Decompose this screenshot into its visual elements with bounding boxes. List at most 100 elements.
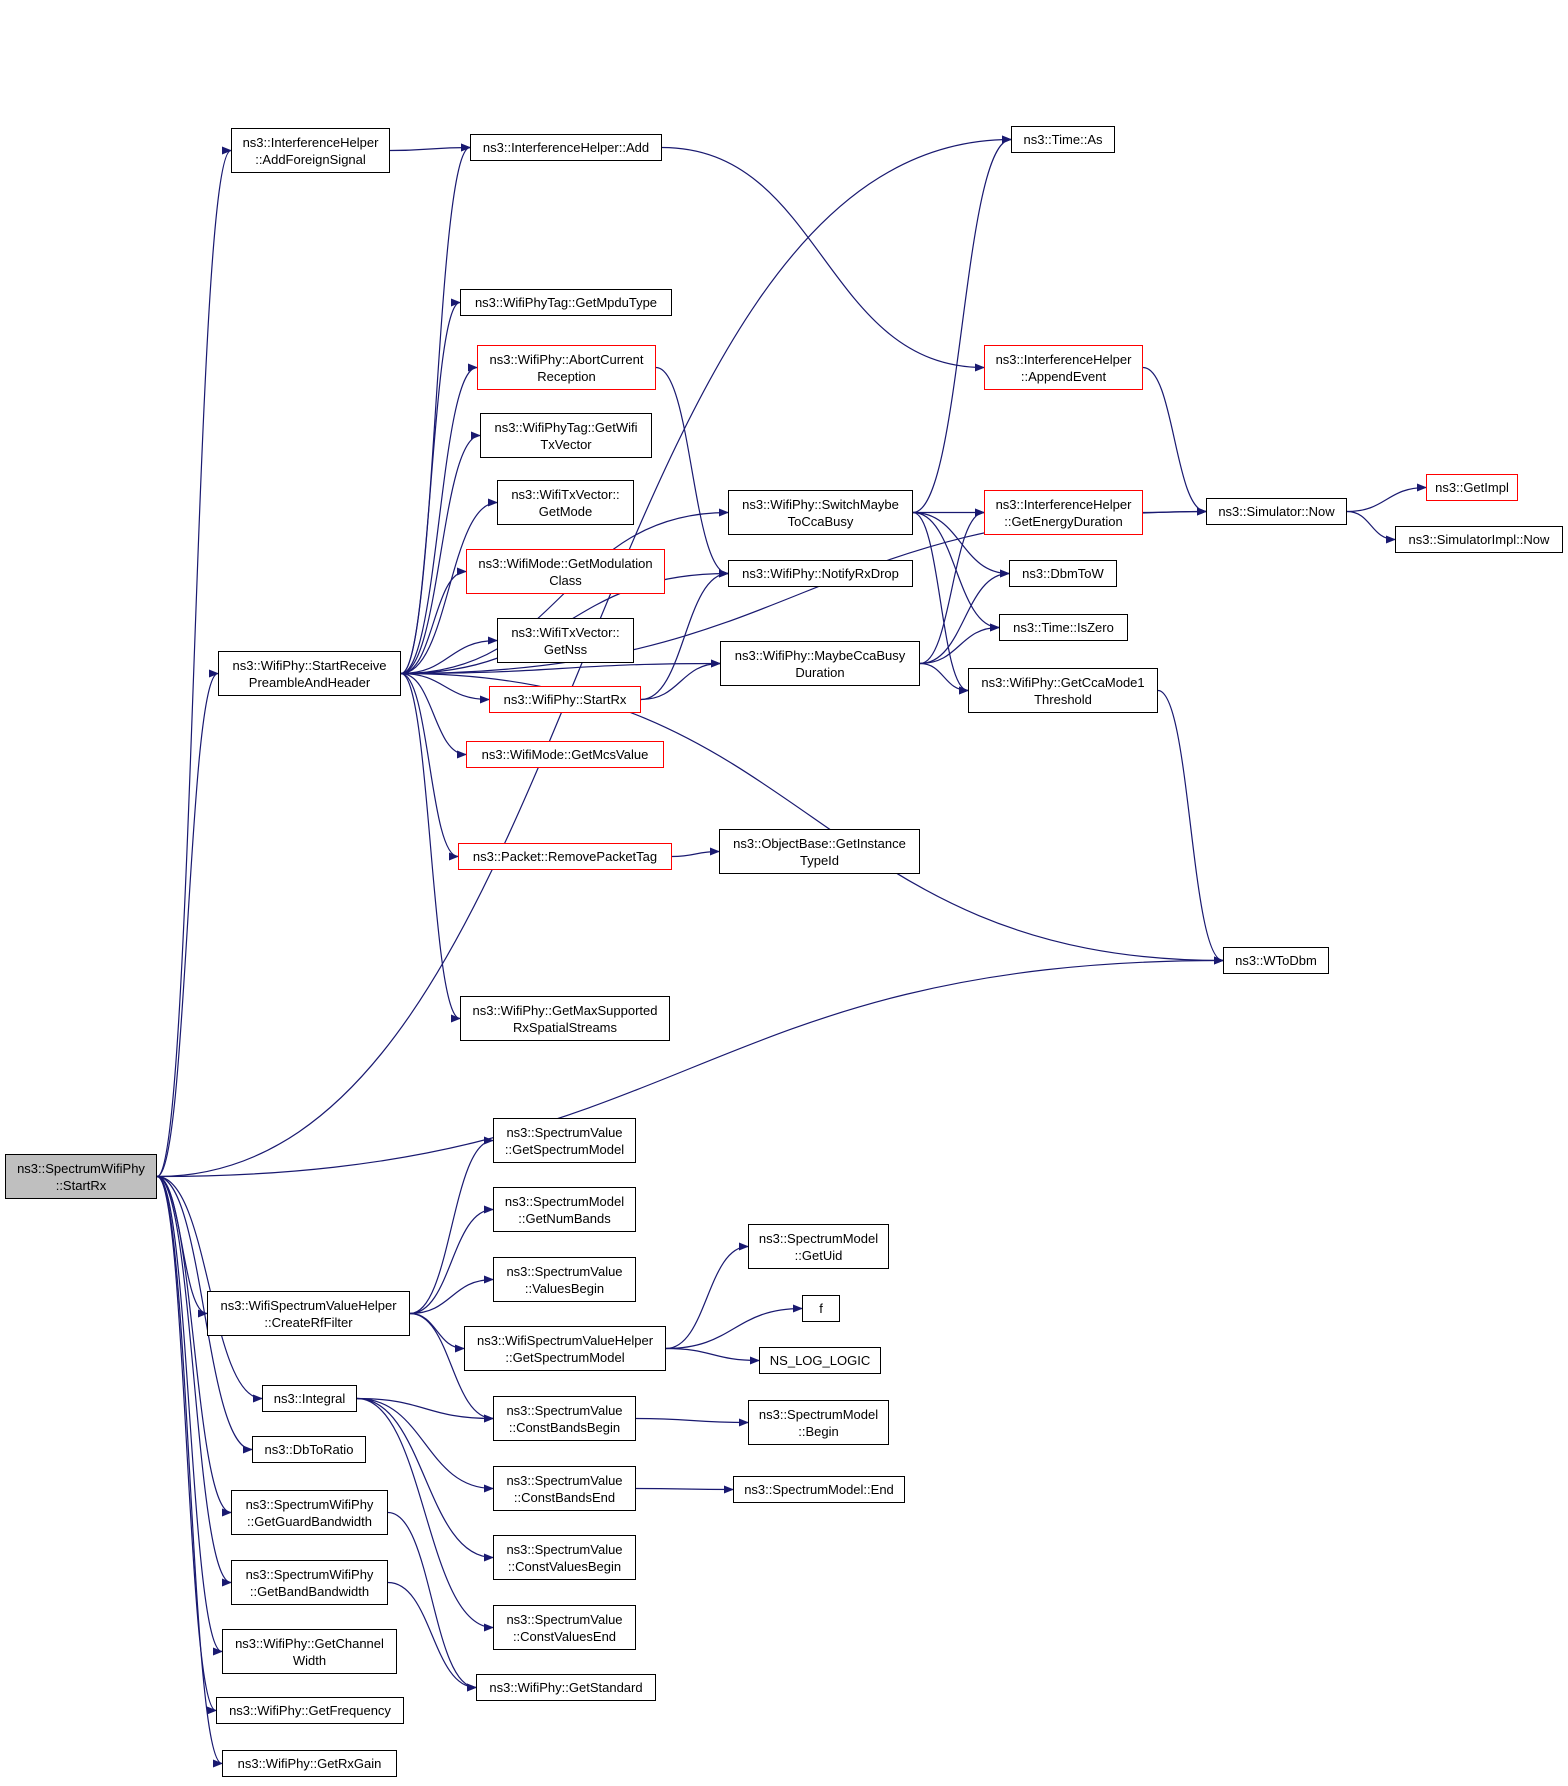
node-constvaluesend[interactable]: ns3::SpectrumValue::ConstValuesEnd [493, 1605, 636, 1650]
edge-ihadd-to-appendevent [661, 146, 985, 372]
node-label: ns3::SpectrumValue [506, 1541, 623, 1557]
node-dbtoratio[interactable]: ns3::DbToRatio [252, 1436, 366, 1463]
node-notifyrxdrop[interactable]: ns3::WifiPhy::NotifyRxDrop [728, 560, 913, 587]
node-smend[interactable]: ns3::SpectrumModel::End [733, 1476, 905, 1503]
node-label: ns3::WifiPhy::NotifyRxDrop [742, 566, 899, 581]
node-getstandard[interactable]: ns3::WifiPhy::GetStandard [476, 1674, 656, 1701]
node-getenergy[interactable]: ns3::InterferenceHelper::GetEnergyDurati… [984, 490, 1143, 535]
node-wsvhgetmodel[interactable]: ns3::WifiSpectrumValueHelper::GetSpectru… [464, 1326, 666, 1371]
node-bandbw[interactable]: ns3::SpectrumWifiPhy::GetBandBandwidth [231, 1560, 388, 1605]
edge-startreceive-to-getmaxspatial [400, 672, 461, 1023]
node-label: TxVector [540, 436, 592, 452]
edge-root-to-wtodbm [156, 956, 1224, 1178]
node-wifistartrx[interactable]: ns3::WifiPhy::StartRx [489, 686, 641, 713]
node-label: ::ConstBandsEnd [513, 1489, 616, 1505]
edge-getenergy-to-simnow [1142, 507, 1207, 516]
edge-abortcurrent-to-notifyrxdrop [655, 366, 729, 578]
node-txgetmode[interactable]: ns3::WifiTxVector::GetMode [497, 480, 634, 525]
node-label: ::ConstValuesBegin [507, 1558, 622, 1574]
edge-root-to-guardbw [156, 1175, 232, 1517]
node-getmcsvalue[interactable]: ns3::WifiMode::GetMcsValue [466, 741, 664, 768]
node-valuesbegin[interactable]: ns3::SpectrumValue::ValuesBegin [493, 1257, 636, 1302]
node-addforeign[interactable]: ns3::InterferenceHelper::AddForeignSigna… [231, 128, 390, 173]
edge-maybecca-to-ccamode1 [919, 662, 969, 695]
node-timeiszero[interactable]: ns3::Time::IsZero [999, 614, 1128, 641]
node-getimpl[interactable]: ns3::GetImpl [1426, 474, 1518, 501]
edge-createrf-to-svgetmodel [409, 1136, 494, 1315]
node-label: Threshold [1034, 691, 1092, 707]
node-dbmtow[interactable]: ns3::DbmToW [1009, 560, 1117, 587]
node-label: ns3::WifiTxVector:: [511, 624, 620, 640]
node-label: ns3::WifiTxVector:: [511, 486, 620, 502]
node-createrf[interactable]: ns3::WifiSpectrumValueHelper::CreateRfFi… [207, 1291, 410, 1336]
edge-root-to-addforeign [156, 146, 232, 1178]
edge-wsvhgetmodel-to-smgetuid [665, 1242, 749, 1350]
node-nslog[interactable]: NS_LOG_LOGIC [759, 1347, 881, 1374]
node-label: ns3::InterferenceHelper [242, 134, 379, 150]
node-label: ns3::WifiMode::GetModulation [478, 555, 653, 571]
node-constbandsend[interactable]: ns3::SpectrumValue::ConstBandsEnd [493, 1466, 636, 1511]
edge-root-to-getrxgain [156, 1175, 223, 1768]
node-timeas[interactable]: ns3::Time::As [1011, 126, 1115, 153]
edge-startreceive-to-getnss [400, 636, 498, 675]
node-root[interactable]: ns3::SpectrumWifiPhy::StartRx [5, 1154, 157, 1199]
edge-integral-to-constbandsbegin [356, 1397, 494, 1423]
node-label: ns3::WifiPhy::GetMaxSupported [472, 1002, 658, 1018]
edge-root-to-dbtoratio [156, 1175, 253, 1454]
node-label: Reception [537, 368, 596, 384]
node-label: ns3::WifiPhyTag::GetMpduType [474, 295, 658, 310]
node-ffunc[interactable]: f [802, 1295, 840, 1322]
node-constvaluesbegin[interactable]: ns3::SpectrumValue::ConstValuesBegin [493, 1535, 636, 1580]
node-label: ns3::SpectrumValue [506, 1611, 623, 1627]
node-constbandsbegin[interactable]: ns3::SpectrumValue::ConstBandsBegin [493, 1396, 636, 1441]
node-wtodbm[interactable]: ns3::WToDbm [1223, 947, 1329, 974]
node-svgetmodel[interactable]: ns3::SpectrumValue::GetSpectrumModel [493, 1118, 636, 1163]
node-label: ::Begin [798, 1423, 839, 1439]
edge-integral-to-constbandsend [356, 1397, 494, 1493]
node-getnss[interactable]: ns3::WifiTxVector::GetNss [497, 618, 634, 663]
node-label: ::StartRx [55, 1177, 107, 1193]
node-label: ::AddForeignSignal [255, 151, 366, 167]
node-smgetuid[interactable]: ns3::SpectrumModel::GetUid [748, 1224, 889, 1269]
node-ihadd[interactable]: ns3::InterferenceHelper::Add [470, 134, 662, 161]
node-removetag[interactable]: ns3::Packet::RemovePacketTag [458, 843, 672, 870]
node-label: ns3::SpectrumWifiPhy [245, 1496, 374, 1512]
node-getmpdu[interactable]: ns3::WifiPhyTag::GetMpduType [460, 289, 672, 316]
node-getfrequency[interactable]: ns3::WifiPhy::GetFrequency [216, 1697, 404, 1724]
node-label: ::AppendEvent [1020, 368, 1107, 384]
edge-startreceive-to-wifistartrx [400, 672, 490, 704]
node-label: ns3::SpectrumWifiPhy [17, 1160, 145, 1176]
node-simnow[interactable]: ns3::Simulator::Now [1206, 498, 1347, 525]
edge-simnow-to-getimpl [1346, 483, 1427, 513]
node-label: ns3::Integral [273, 1391, 346, 1406]
node-smnumbands[interactable]: ns3::SpectrumModel::GetNumBands [493, 1187, 636, 1232]
node-getrxgain[interactable]: ns3::WifiPhy::GetRxGain [222, 1750, 397, 1777]
node-label: ns3::WifiPhy::SwitchMaybe [742, 496, 899, 512]
node-guardbw[interactable]: ns3::SpectrumWifiPhy::GetGuardBandwidth [231, 1490, 388, 1535]
node-appendevent[interactable]: ns3::InterferenceHelper::AppendEvent [984, 345, 1143, 390]
edge-root-to-channelwidth [156, 1175, 223, 1656]
node-label: ns3::SpectrumValue [506, 1263, 623, 1279]
node-label: GetMode [538, 503, 593, 519]
edge-removetag-to-getinstance [671, 847, 720, 858]
node-smbegin[interactable]: ns3::SpectrumModel::Begin [748, 1400, 889, 1445]
node-integral[interactable]: ns3::Integral [262, 1385, 357, 1412]
edge-simnow-to-simimplnow [1346, 510, 1396, 544]
node-label: ns3::DbmToW [1022, 566, 1104, 581]
edge-startreceive-to-getmodclass [400, 567, 467, 675]
node-simimplnow[interactable]: ns3::SimulatorImpl::Now [1395, 526, 1563, 553]
edge-root-to-startreceive [156, 669, 219, 1178]
node-label: ns3::WifiPhyTag::GetWifi [494, 419, 638, 435]
node-label: ::GetEnergyDuration [1004, 513, 1123, 529]
